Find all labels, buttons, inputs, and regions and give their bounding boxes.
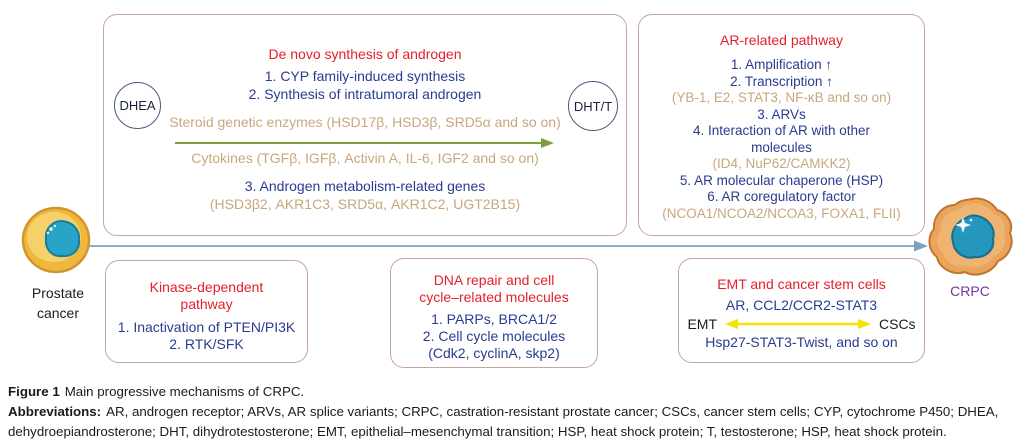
prostate-cancer-label-line2: cancer (36, 305, 80, 321)
ar-item3: 3. ARVs (757, 106, 806, 122)
kinase-item1: 1. Inactivation of PTEN/PI3K (117, 319, 296, 335)
arrowhead-right-icon (858, 319, 871, 329)
caption-figure-text: Main progressive mechanisms of CRPC. (64, 384, 305, 399)
prostate-cancer-label-line1: Prostate (31, 285, 85, 301)
dna-title-line2: cycle–related molecules (419, 288, 569, 305)
node-dhea: DHEA (114, 82, 161, 129)
figure-caption: Figure 1 Main progressive mechanisms of C… (8, 382, 1010, 442)
dhea-to-dht-arrow (175, 138, 554, 148)
box-de-novo-synthesis: De novo synthesis of androgen 1. CYP fam… (103, 14, 627, 236)
emt-label: EMT (687, 316, 717, 332)
ar-item5: 5. AR molecular chaperone (HSP) (679, 172, 884, 188)
dna-item1: 1. PARPs, BRCA1/2 (431, 311, 557, 327)
emt-line1: AR, CCL2/CCR2-STAT3 (725, 297, 878, 313)
arrowhead-left-icon (725, 319, 738, 329)
prostate-cancer-label: Prostate cancer (10, 283, 106, 323)
de-novo-item2: 2. Synthesis of intratumoral androgen (248, 86, 482, 102)
ar-item2-detail: (YB-1, E2, STAT3, NF-κB and so on) (671, 90, 892, 105)
emt-line3: Hsp27-STAT3-Twist, and so on (705, 334, 898, 350)
emt-title: EMT and cancer stem cells (717, 276, 886, 292)
ar-item6-detail: (NCOA1/NCOA2/NCOA3, FOXA1, FLII) (662, 205, 901, 221)
dna-title-line1: DNA repair and cell (433, 272, 555, 288)
caption-abbreviations-label: Abbreviations: (8, 404, 102, 419)
node-dhea-label: DHEA (119, 98, 156, 113)
crpc-cell-illustration (928, 197, 1013, 276)
ar-item4-line1: 4. Interaction of AR with other (692, 123, 871, 138)
node-dht-t: DHT/T (568, 81, 618, 131)
box-kinase-dependent-pathway: Kinase-dependent pathway 1. Inactivation… (105, 260, 308, 363)
ar-item4-line2: molecules (751, 139, 812, 155)
de-novo-cytokines: Cytokines (TGFβ, IGFβ, Activin A, IL-6, … (191, 150, 539, 166)
dna-item2-detail: (Cdk2, cyclinA, skp2) (428, 345, 560, 361)
node-dht-t-label: DHT/T (573, 98, 613, 114)
emt-cscs-double-arrow (725, 319, 871, 329)
kinase-item2: 2. RTK/SFK (169, 336, 244, 352)
box-ar-related-pathway: AR-related pathway 1. Amplification ↑ 2.… (638, 14, 925, 236)
caption-title-line: Figure 1 Main progressive mechanisms of C… (8, 382, 1010, 402)
de-novo-enzymes: Steroid genetic enzymes (HSD17β, HSD3β, … (169, 114, 561, 130)
cscs-label: CSCs (879, 316, 916, 332)
box-dna-repair: DNA repair and cell cycle–related molecu… (390, 258, 598, 368)
ar-item6: 6. AR coregulatory factor (707, 189, 856, 204)
ar-item1: 1. Amplification ↑ (730, 57, 833, 72)
progression-arrow (80, 240, 928, 252)
ar-item4-detail: (ID4, NuP62/CAMKK2) (712, 156, 851, 171)
prostate-cancer-cell-illustration (21, 206, 91, 274)
de-novo-item3-detail: (HSD3β2, AKR1C3, SRD5α, AKR1C2, UGT2B15) (209, 196, 521, 212)
dna-item2: 2. Cell cycle molecules (422, 328, 566, 344)
de-novo-item3: 3. Androgen metabolism-related genes (244, 178, 486, 194)
box-emt-cscs: EMT and cancer stem cells AR, CCL2/CCR2-… (678, 258, 925, 363)
ar-item2: 2. Transcription ↑ (730, 73, 833, 89)
de-novo-item1: 1. CYP family-induced synthesis (264, 68, 466, 84)
caption-figure-label: Figure 1 (8, 384, 60, 399)
kinase-title-line2: pathway (180, 296, 233, 312)
crpc-label: CRPC (950, 283, 990, 299)
arrowhead-right-icon (541, 138, 554, 148)
arrowhead-right-icon (914, 240, 928, 252)
de-novo-title: De novo synthesis of androgen (268, 46, 462, 62)
caption-abbreviations: Abbreviations:AR, androgen receptor; ARV… (8, 402, 1010, 442)
kinase-title-line1: Kinase-dependent (149, 279, 264, 295)
caption-abbreviations-text: AR, androgen receptor; ARVs, AR splice v… (8, 404, 999, 439)
emt-cscs-arrow-row: EMT CSCs (679, 316, 924, 332)
ar-title: AR-related pathway (720, 32, 843, 48)
